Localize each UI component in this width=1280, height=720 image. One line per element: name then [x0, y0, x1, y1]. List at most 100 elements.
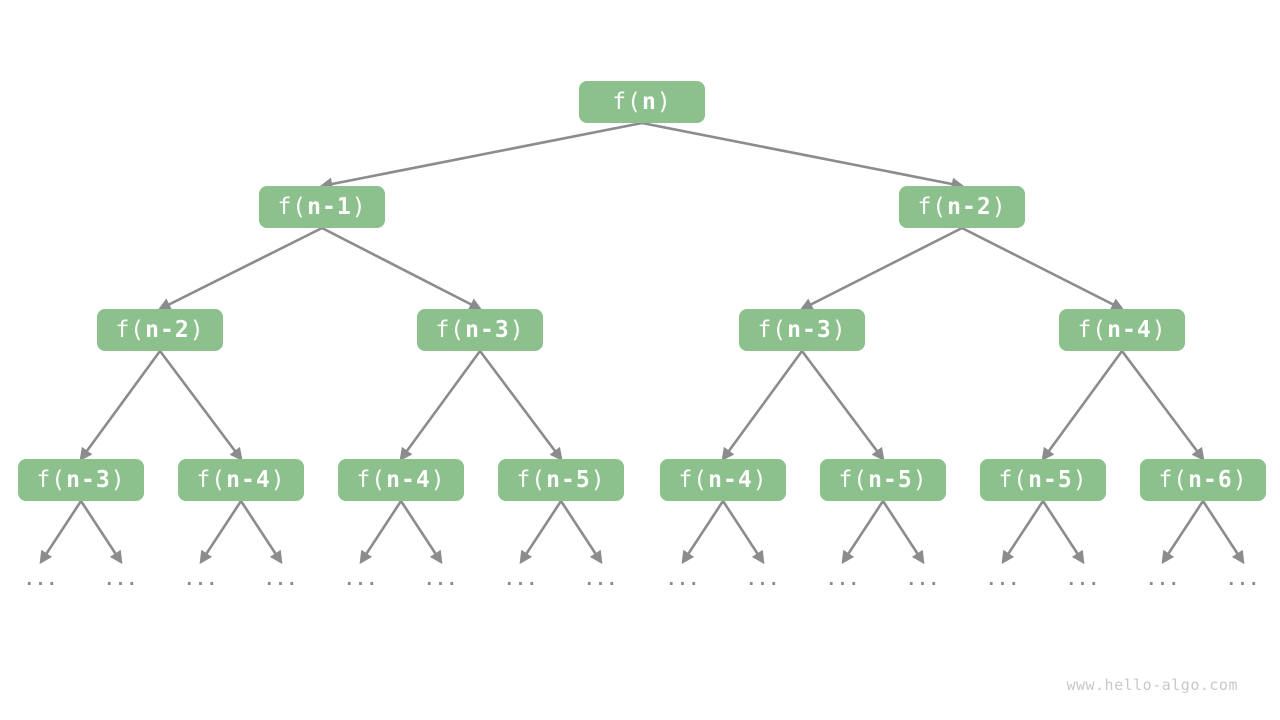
tree-node: f(n-5) [980, 459, 1106, 501]
edge-line [800, 350, 885, 462]
subtree-ellipsis: ... [344, 570, 378, 590]
tree-node-root: f(n) [579, 81, 705, 123]
subtree-ellipsis: ... [666, 570, 700, 590]
tree-node: f(n-4) [660, 459, 786, 501]
edge-line [1041, 350, 1124, 462]
node-label-prefix: f( [516, 466, 547, 493]
node-label-arg: n [641, 88, 657, 115]
watermark: www.hello-algo.com [1066, 676, 1238, 694]
node-label-suffix: ) [351, 193, 367, 220]
node-label-arg: n-3 [787, 316, 832, 343]
edge-line [79, 500, 123, 565]
edge-line [158, 350, 243, 462]
node-label-prefix: f( [36, 466, 67, 493]
node-label-arg: n-5 [868, 466, 913, 493]
node-label-prefix: f( [196, 466, 227, 493]
subtree-ellipsis: ... [986, 570, 1020, 590]
tree-node: f(n-5) [820, 459, 946, 501]
node-label-arg: n-5 [546, 466, 591, 493]
edge-line [559, 500, 603, 565]
edge-line [321, 226, 483, 311]
edge-line [961, 226, 1125, 311]
node-label-prefix: f( [115, 316, 146, 343]
edge-line [157, 226, 323, 311]
edge-line [881, 500, 925, 565]
subtree-ellipsis: ... [504, 570, 538, 590]
node-label-arg: n-4 [386, 466, 431, 493]
edge-line [681, 500, 725, 565]
node-label-prefix: f( [277, 193, 308, 220]
node-label-prefix: f( [998, 466, 1029, 493]
node-label-prefix: f( [435, 316, 466, 343]
node-label-suffix: ) [831, 316, 847, 343]
node-label-suffix: ) [430, 466, 446, 493]
node-label-suffix: ) [189, 316, 205, 343]
node-label-arg: n-3 [66, 466, 111, 493]
tree-node: f(n-1) [259, 186, 385, 228]
edge-line [79, 350, 162, 462]
tree-node: f(n-3) [739, 309, 865, 351]
node-label-prefix: f( [757, 316, 788, 343]
edge-line [399, 500, 443, 565]
edge-line [359, 500, 403, 565]
node-label-prefix: f( [356, 466, 387, 493]
subtree-ellipsis: ... [584, 570, 618, 590]
edge-line [841, 500, 885, 565]
node-label-arg: n-1 [307, 193, 352, 220]
node-label-arg: n-4 [226, 466, 271, 493]
edge-line [1161, 500, 1205, 565]
subtree-ellipsis: ... [264, 570, 298, 590]
subtree-ellipsis: ... [1226, 570, 1260, 590]
subtree-ellipsis: ... [104, 570, 138, 590]
tree-node: f(n-4) [338, 459, 464, 501]
edge-line [519, 500, 563, 565]
edge-line [799, 226, 963, 311]
subtree-ellipsis: ... [24, 570, 58, 590]
node-label-suffix: ) [656, 88, 672, 115]
tree-node: f(n-5) [498, 459, 624, 501]
node-label-suffix: ) [590, 466, 606, 493]
tree-node: f(n-3) [417, 309, 543, 351]
tree-node: f(n-2) [97, 309, 223, 351]
edge-line [1201, 500, 1245, 565]
subtree-ellipsis: ... [906, 570, 940, 590]
node-label-prefix: f( [678, 466, 709, 493]
edge-line [721, 350, 804, 462]
tree-node: f(n-4) [1059, 309, 1185, 351]
node-label-arg: n-4 [708, 466, 753, 493]
node-label-arg: n-2 [145, 316, 190, 343]
node-label-suffix: ) [752, 466, 768, 493]
node-label-prefix: f( [917, 193, 948, 220]
node-label-arg: n-3 [465, 316, 510, 343]
edge-line [1120, 350, 1205, 462]
subtree-ellipsis: ... [1066, 570, 1100, 590]
node-label-suffix: ) [509, 316, 525, 343]
edge-line [478, 350, 563, 462]
subtree-ellipsis: ... [746, 570, 780, 590]
edge-line [39, 500, 83, 565]
edge-line [399, 350, 482, 462]
node-label-arg: n-4 [1107, 316, 1152, 343]
edge-line [721, 500, 765, 565]
node-label-prefix: f( [1077, 316, 1108, 343]
tree-node: f(n-4) [178, 459, 304, 501]
subtree-ellipsis: ... [424, 570, 458, 590]
node-label-suffix: ) [991, 193, 1007, 220]
node-label-suffix: ) [1151, 316, 1167, 343]
node-label-prefix: f( [1158, 466, 1189, 493]
subtree-ellipsis: ... [1146, 570, 1180, 590]
edge-line [199, 500, 243, 565]
node-label-prefix: f( [612, 88, 642, 115]
tree-node: f(n-6) [1140, 459, 1266, 501]
edge-line [1041, 500, 1085, 565]
subtree-ellipsis: ... [826, 570, 860, 590]
tree-node: f(n-3) [18, 459, 144, 501]
node-label-suffix: ) [1072, 466, 1088, 493]
edge-line [319, 121, 643, 191]
node-label-arg: n-5 [1028, 466, 1073, 493]
node-label-prefix: f( [838, 466, 869, 493]
edge-line [641, 121, 965, 191]
node-label-suffix: ) [110, 466, 126, 493]
